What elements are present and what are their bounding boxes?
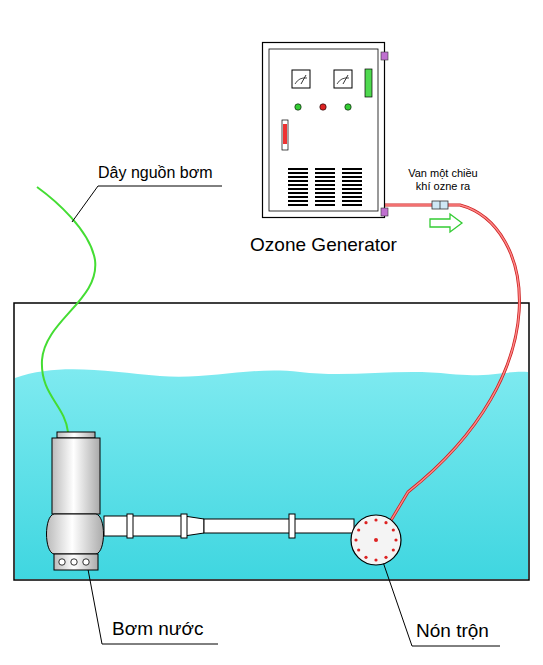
hinge — [381, 208, 388, 216]
vent-slot — [288, 180, 308, 182]
bolt — [357, 528, 360, 531]
bolt — [394, 538, 397, 541]
gauge-needle — [301, 75, 306, 84]
vent-slot — [342, 200, 362, 202]
vent-slot — [315, 184, 335, 186]
pipe-flange — [181, 514, 187, 538]
leader-line — [72, 186, 222, 222]
tank-outline — [14, 303, 529, 580]
pump-cap — [57, 432, 95, 438]
mixing-cone: Nón trộn — [350, 514, 402, 566]
bolt — [384, 521, 387, 524]
pump-power-cable — [37, 187, 95, 432]
vent-slot — [288, 184, 308, 186]
ozone-generator: Ozone Generator — [262, 42, 385, 218]
pump-volute — [47, 514, 104, 554]
ozone-tube — [385, 205, 519, 522]
indicator-lamp — [345, 104, 351, 110]
pipe-segment — [104, 516, 184, 536]
pipe-segment — [204, 519, 354, 533]
bolt — [392, 528, 395, 531]
vent-slot — [342, 168, 362, 170]
water-pipe — [104, 514, 354, 538]
inlet-hole — [71, 559, 77, 565]
leader-line — [84, 548, 218, 644]
pipe-flange — [127, 514, 133, 538]
vent-slot — [288, 188, 308, 190]
valve-label: Van một chiều khí ozne ra — [400, 167, 486, 193]
bolt — [364, 521, 367, 524]
vent-slot — [288, 192, 308, 194]
vent-slot — [342, 176, 362, 178]
vent-slot — [342, 172, 362, 174]
vent-slot — [288, 204, 308, 206]
vent-slot — [288, 196, 308, 198]
hinge — [381, 52, 388, 60]
vent-slot — [342, 188, 362, 190]
bolt — [392, 548, 395, 551]
gauge-needle — [343, 75, 348, 84]
mixing-cone-shape — [350, 514, 402, 566]
vent-slot — [288, 172, 308, 174]
node-label: Ozone Generator — [240, 234, 407, 256]
bolt — [374, 518, 377, 521]
gauge-scale — [337, 78, 349, 84]
check-valve-body — [432, 201, 448, 209]
pump-base — [54, 554, 98, 570]
bolt — [354, 538, 357, 541]
bolt — [364, 556, 367, 559]
vent-slot — [342, 184, 362, 186]
flow-arrow — [430, 214, 462, 232]
vent-slot — [315, 172, 335, 174]
vent-slot — [315, 176, 335, 178]
gauge — [292, 70, 310, 88]
vent-slot — [342, 196, 362, 198]
gauge-scale — [295, 78, 307, 84]
tube-outline — [385, 205, 519, 522]
vent-slot — [288, 200, 308, 202]
vent-slot — [342, 180, 362, 182]
vent-slot — [315, 188, 335, 190]
bolt — [384, 556, 387, 559]
inlet-hole — [83, 559, 89, 565]
check-valve-mark — [440, 201, 441, 209]
vent-slot — [315, 200, 335, 202]
tube-core — [385, 205, 519, 522]
cable-label: Dây nguồn bơm — [98, 164, 213, 182]
indicator-lamp — [320, 104, 326, 110]
vent-slot — [315, 168, 335, 170]
vent-slot — [315, 192, 335, 194]
generator-panel — [269, 49, 378, 211]
cone-center — [374, 538, 378, 542]
switch-lever — [283, 124, 287, 144]
vent-slot — [315, 196, 335, 198]
ozone-generator-shape — [262, 42, 385, 218]
switch — [282, 120, 288, 150]
indicator-lamp — [295, 104, 301, 110]
bolt — [357, 548, 360, 551]
water — [15, 369, 528, 579]
node-label: Nón trộn — [416, 620, 489, 642]
flowmeter — [365, 69, 372, 97]
cone-flange — [351, 515, 401, 565]
vent-slot — [288, 176, 308, 178]
vent-slot — [288, 168, 308, 170]
generator-cabinet — [263, 43, 385, 218]
water-pump: Bơm nước — [44, 430, 106, 572]
vent-slot — [315, 204, 335, 206]
bolt — [374, 558, 377, 561]
vent-slot — [315, 180, 335, 182]
pump-motor — [52, 438, 100, 514]
vent-slot — [342, 192, 362, 194]
node-label: Bơm nước — [112, 618, 203, 640]
water-pump-shape — [44, 430, 106, 572]
leader-line — [383, 562, 500, 646]
inlet-hole — [59, 559, 65, 565]
vent-slot — [342, 204, 362, 206]
pipe-flange — [289, 514, 295, 538]
gauge — [334, 70, 352, 88]
